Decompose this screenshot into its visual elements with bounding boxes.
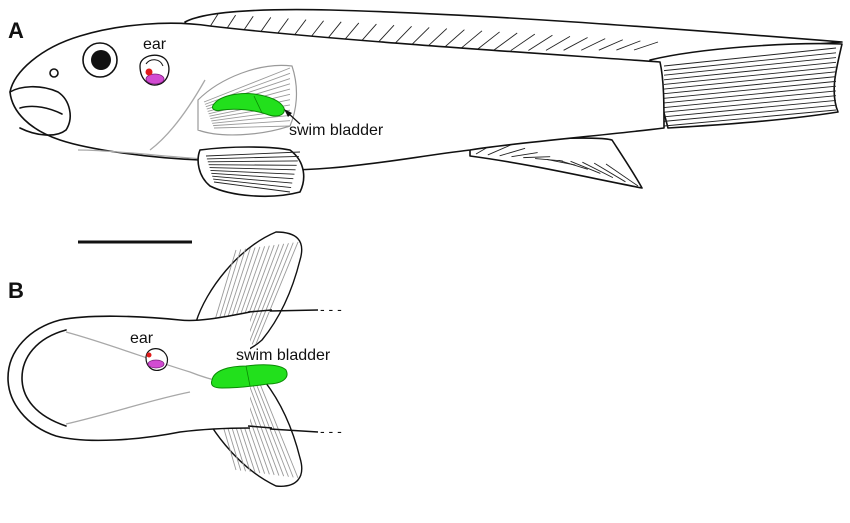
ear-b [145,348,169,371]
dorsalRays-ray [598,39,623,51]
mouth [9,85,71,136]
analRays-ray [487,143,513,156]
pelvic-fin [197,146,305,198]
finUpRays-ray [244,243,285,346]
pectoralRays-ray [213,125,291,129]
dorsalRays-ray [510,33,536,51]
finLowRays-ray [244,372,285,477]
analRays-ray [558,159,588,170]
caudalRays-ray [663,66,837,85]
pelvicRays-ray [211,172,294,180]
finUpRays-ray [251,242,294,345]
pelvicRays-ray [210,169,295,175]
finLowRays-ray [247,372,289,477]
swim-bladder-a [211,93,285,117]
continuation-upper: - - - [320,301,342,317]
pelvicRays-ray [213,178,292,189]
caudalRays-ray [663,100,837,118]
analRays-ray [511,152,538,158]
dorsalRays-ray [545,36,571,51]
caudalRays-ray [663,71,837,90]
pelvicRays-ray [206,155,299,160]
panel-b-letter: B [8,278,24,303]
analRays-ray [523,156,551,159]
dorsalRays-ray [492,32,518,52]
panel-a-letter: A [8,18,24,43]
ear [139,54,170,86]
dorsalRays-ray [581,38,606,51]
swim-bladder-label-b: swim bladder [236,347,331,364]
eye [82,42,118,78]
pectoralRays-ray [203,67,291,103]
pelvicRays-ray [212,175,293,184]
caudalRays-ray [663,47,837,67]
swim-bladder-b [211,364,288,389]
finUpRays-ray [247,243,289,346]
dorsalRays-ray [633,41,659,51]
dorsalRays-ray [616,40,641,51]
panel-a: A [8,8,843,198]
analRays-ray [605,163,639,187]
pectoralRays-ray [212,115,291,124]
finUpRays-ray [255,241,299,345]
finLowRays-ray [255,373,299,479]
caudalRays-ray [663,61,837,81]
caudalRays-ray [663,109,837,127]
dorsalRays-ray [475,31,500,52]
pelvicRays-ray [208,164,297,166]
body-line-upper [269,309,319,312]
panel-b: B - - - - - - ear swim b [7,231,342,487]
nostril [49,68,59,78]
continuation-lower: - - - [320,423,342,439]
analRays-ray [582,161,614,179]
swim-bladder-pointer [284,109,301,125]
pelvicRays-ray [205,151,301,157]
pelvicRays-ray [207,160,298,163]
caudalRays-ray [663,57,837,76]
swim-bladder-label-a: swim bladder [289,122,384,139]
caudalRays-ray [663,76,837,95]
caudalRays-ray [663,95,837,113]
caudal-fin [649,42,843,129]
ear-label-b: ear [130,330,154,347]
ear-label-a: ear [143,36,167,53]
caudalRays-ray [663,80,837,99]
body-line-lower [269,428,319,433]
analRays-ray [499,147,526,157]
dorsalRays-ray [528,34,553,51]
caudalRays-ray [663,85,837,104]
pectoralRays-ray [213,120,291,127]
analRays-ray [570,160,601,174]
pelvicRays-ray [213,181,291,193]
finLowRays-ray [251,373,294,478]
caudalRays-ray [663,104,837,122]
fish-body-lateral [9,22,665,171]
pelvicRays-ray [209,167,296,171]
caudalRays-ray [663,90,837,108]
analRays-ray [593,162,626,183]
fish-body-dorsal [7,309,273,442]
caudalRays-ray [663,52,837,72]
dorsalRays-ray [563,37,588,51]
